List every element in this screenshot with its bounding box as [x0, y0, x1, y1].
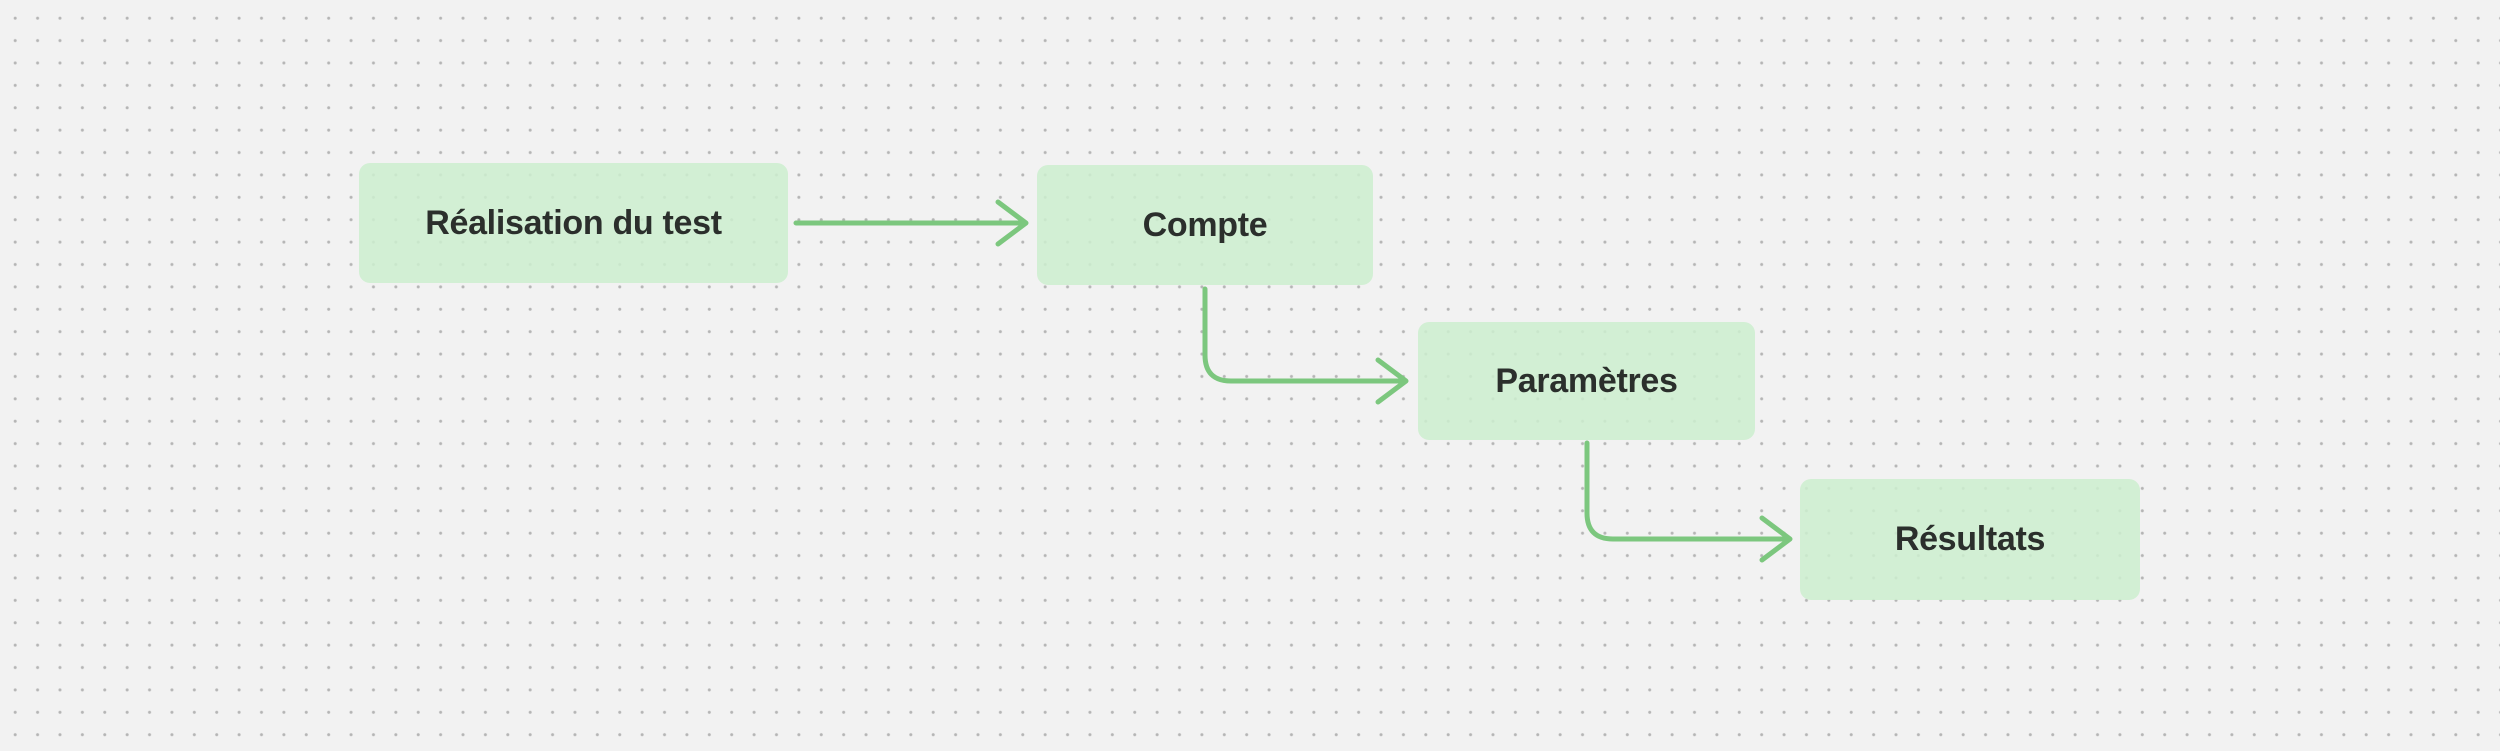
flow-node-parametres[interactable]: Paramètres [1418, 322, 1755, 440]
arrow-compte-to-parametres[interactable] [1202, 286, 1409, 405]
flow-node-compte[interactable]: Compte [1037, 165, 1373, 285]
arrow-realisation-to-compte[interactable] [793, 199, 1029, 247]
arrow-parametres-to-resultats[interactable] [1584, 440, 1793, 563]
node-label-resultats: Résultats [1894, 520, 2046, 558]
node-label-parametres: Paramètres [1495, 361, 1678, 400]
flow-node-realisation-du-test[interactable]: Réalisation du test [359, 163, 788, 283]
node-label-realisation-du-test: Réalisation du test [425, 203, 722, 242]
node-label-compte: Compte [1142, 205, 1268, 244]
flow-node-resultats[interactable]: Résultats [1800, 479, 2140, 600]
